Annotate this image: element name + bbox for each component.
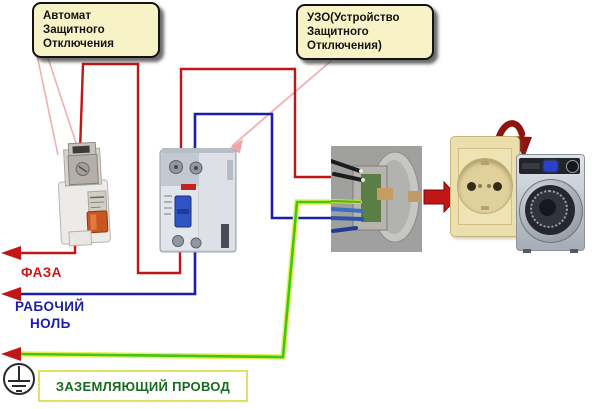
- washing-machine-door: [519, 179, 583, 243]
- breaker-top-terminal-slot: [72, 145, 90, 154]
- ground-symbol-icon: [3, 363, 35, 395]
- socket-back-photo: [331, 146, 422, 252]
- socket-screw: [478, 184, 482, 188]
- ground-label: ЗАЗЕМЛЯЮЩИЙ ПРОВОД: [55, 378, 231, 394]
- phase-label: ФАЗА: [21, 265, 62, 280]
- phase-arrowhead-icon: [1, 246, 21, 260]
- socket-mechanism: [361, 174, 381, 222]
- socket-pin-hole: [467, 182, 476, 191]
- breaker-toggle: [86, 210, 109, 234]
- socket-front: [450, 136, 520, 237]
- ground-arrowhead-icon: [1, 347, 21, 361]
- washing-machine-panel: [519, 158, 580, 174]
- rcd-brand-tag: [181, 184, 196, 190]
- socket-back-drawing: [331, 151, 422, 243]
- neutral-label-line2: НОЛЬ: [30, 316, 71, 331]
- phase-wire-breaker-to-rcd: [78, 62, 182, 275]
- breaker-callout-box: Автомат Защитного Отключения: [32, 2, 160, 58]
- neutral-label-line1: РАБОЧИЙ: [15, 299, 85, 314]
- machine-foot: [523, 249, 531, 253]
- ground-wire-core: [17, 200, 331, 359]
- neutral-arrowhead-icon: [1, 287, 21, 301]
- breaker-callout-line: [36, 54, 59, 156]
- phase-wire-rcd-to-socket: [179, 67, 331, 179]
- socket-earth-clip: [481, 206, 489, 210]
- panel-knob: [566, 160, 579, 173]
- socket-wires: [331, 159, 364, 233]
- washing-machine: [516, 154, 585, 253]
- rcd-device: [159, 148, 237, 253]
- circuit-breaker-device: [57, 141, 111, 247]
- rcd-callout-line: [231, 60, 332, 147]
- socket-recess: [457, 158, 513, 214]
- ground-wire: [1, 199, 331, 361]
- panel-label: [522, 163, 540, 169]
- breaker-callout-line: [46, 54, 80, 153]
- neutral-wire-rcd-to-socket: [193, 112, 331, 220]
- neutral-wire-in: [18, 251, 197, 296]
- rcd-terminal-screw: [190, 237, 202, 249]
- neutral-wires: [1, 112, 331, 301]
- panel-display: [544, 161, 557, 171]
- socket-pin-hole: [493, 182, 502, 191]
- ground-label-box: ЗАЗЕМЛЯЮЩИЙ ПРОВОД: [38, 370, 248, 402]
- door-hub: [539, 199, 556, 216]
- rcd-terminal-screw: [172, 235, 184, 247]
- socket-screw: [487, 184, 491, 188]
- rcd-callout-box: УЗО(Устройство Защитного Отключения): [296, 4, 434, 60]
- machine-foot: [570, 249, 578, 253]
- socket-earth-clip: [481, 161, 489, 165]
